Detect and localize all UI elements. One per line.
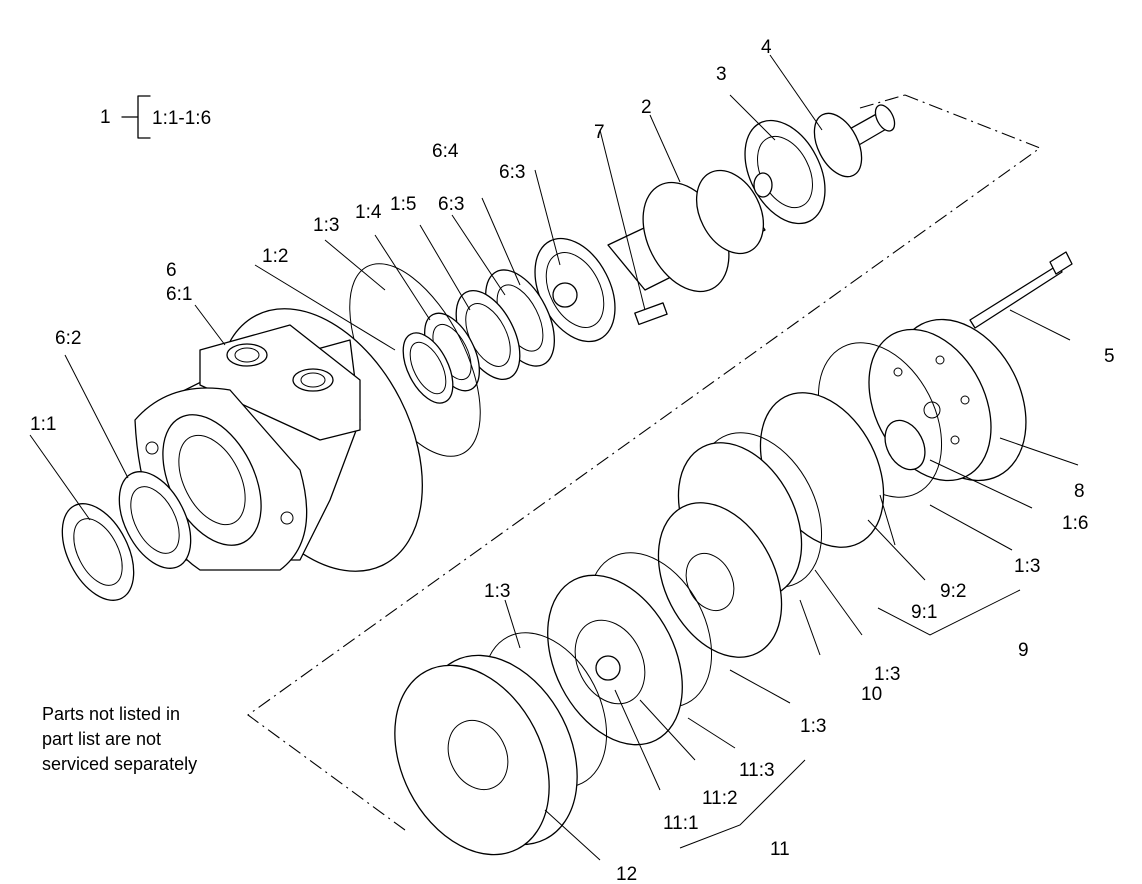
label-1-5: 1:5 [390,194,416,215]
label-6-1: 6:1 [166,284,192,305]
label-1-3-right: 1:3 [1014,556,1040,577]
valve-plates [657,342,943,658]
label-1-3-left: 1:3 [484,581,510,602]
gerotor-set [547,552,713,746]
label-9-2: 9:2 [940,581,966,602]
label-10: 10 [861,684,882,705]
label-9: 9 [1018,640,1029,661]
service-note: Parts not listed in part list are not se… [42,704,197,774]
leader-lines [29,54,1079,861]
group-range: 1:1-1:6 [152,108,211,129]
bearing-seal [61,471,192,601]
label-7: 7 [594,122,605,143]
label-6-2: 6:2 [55,328,81,349]
label-3: 3 [716,64,727,85]
label-1-3-mid: 1:3 [874,664,900,685]
label-4: 4 [761,37,772,58]
shaft-assembly [534,104,896,343]
seal-ring-stack [349,263,555,457]
label-6-4: 6:4 [432,141,459,162]
note-line-1: Parts not listed in [42,704,180,724]
label-1-2: 1:2 [262,246,288,267]
label-6-3-left: 6:3 [438,194,464,215]
label-8: 8 [1074,481,1085,502]
label-9-1: 9:1 [911,602,937,623]
bolt [969,251,1073,329]
label-1-1: 1:1 [30,414,56,435]
label-11-3: 11:3 [739,760,775,781]
label-6-3-right: 6:3 [499,162,525,183]
note-line-3: serviced separately [42,754,197,774]
label-6: 6 [166,260,177,281]
label-5: 5 [1104,346,1115,367]
label-1-3-lower: 1:3 [800,716,826,737]
label-11: 11 [770,839,790,860]
label-2: 2 [641,97,652,118]
group-number: 1 [100,107,111,128]
assembly-guide-lines [247,94,1042,831]
note-line-2: part list are not [42,729,161,749]
label-11-1: 11:1 [663,813,699,834]
group-brackets [679,589,1021,849]
end-plate [394,632,608,856]
label-1-4: 1:4 [355,202,382,223]
part-labels: 2 3 4 5 6 6:1 6:2 6:3 6:4 6:3 7 8 9 9:1 … [30,37,1115,884]
label-1-3-top: 1:3 [313,215,339,236]
group-header: 1 1:1-1:6 [100,95,211,139]
label-1-6: 1:6 [1062,513,1088,534]
label-11-2: 11:2 [702,788,738,809]
housing [134,308,423,572]
label-12: 12 [616,864,637,884]
